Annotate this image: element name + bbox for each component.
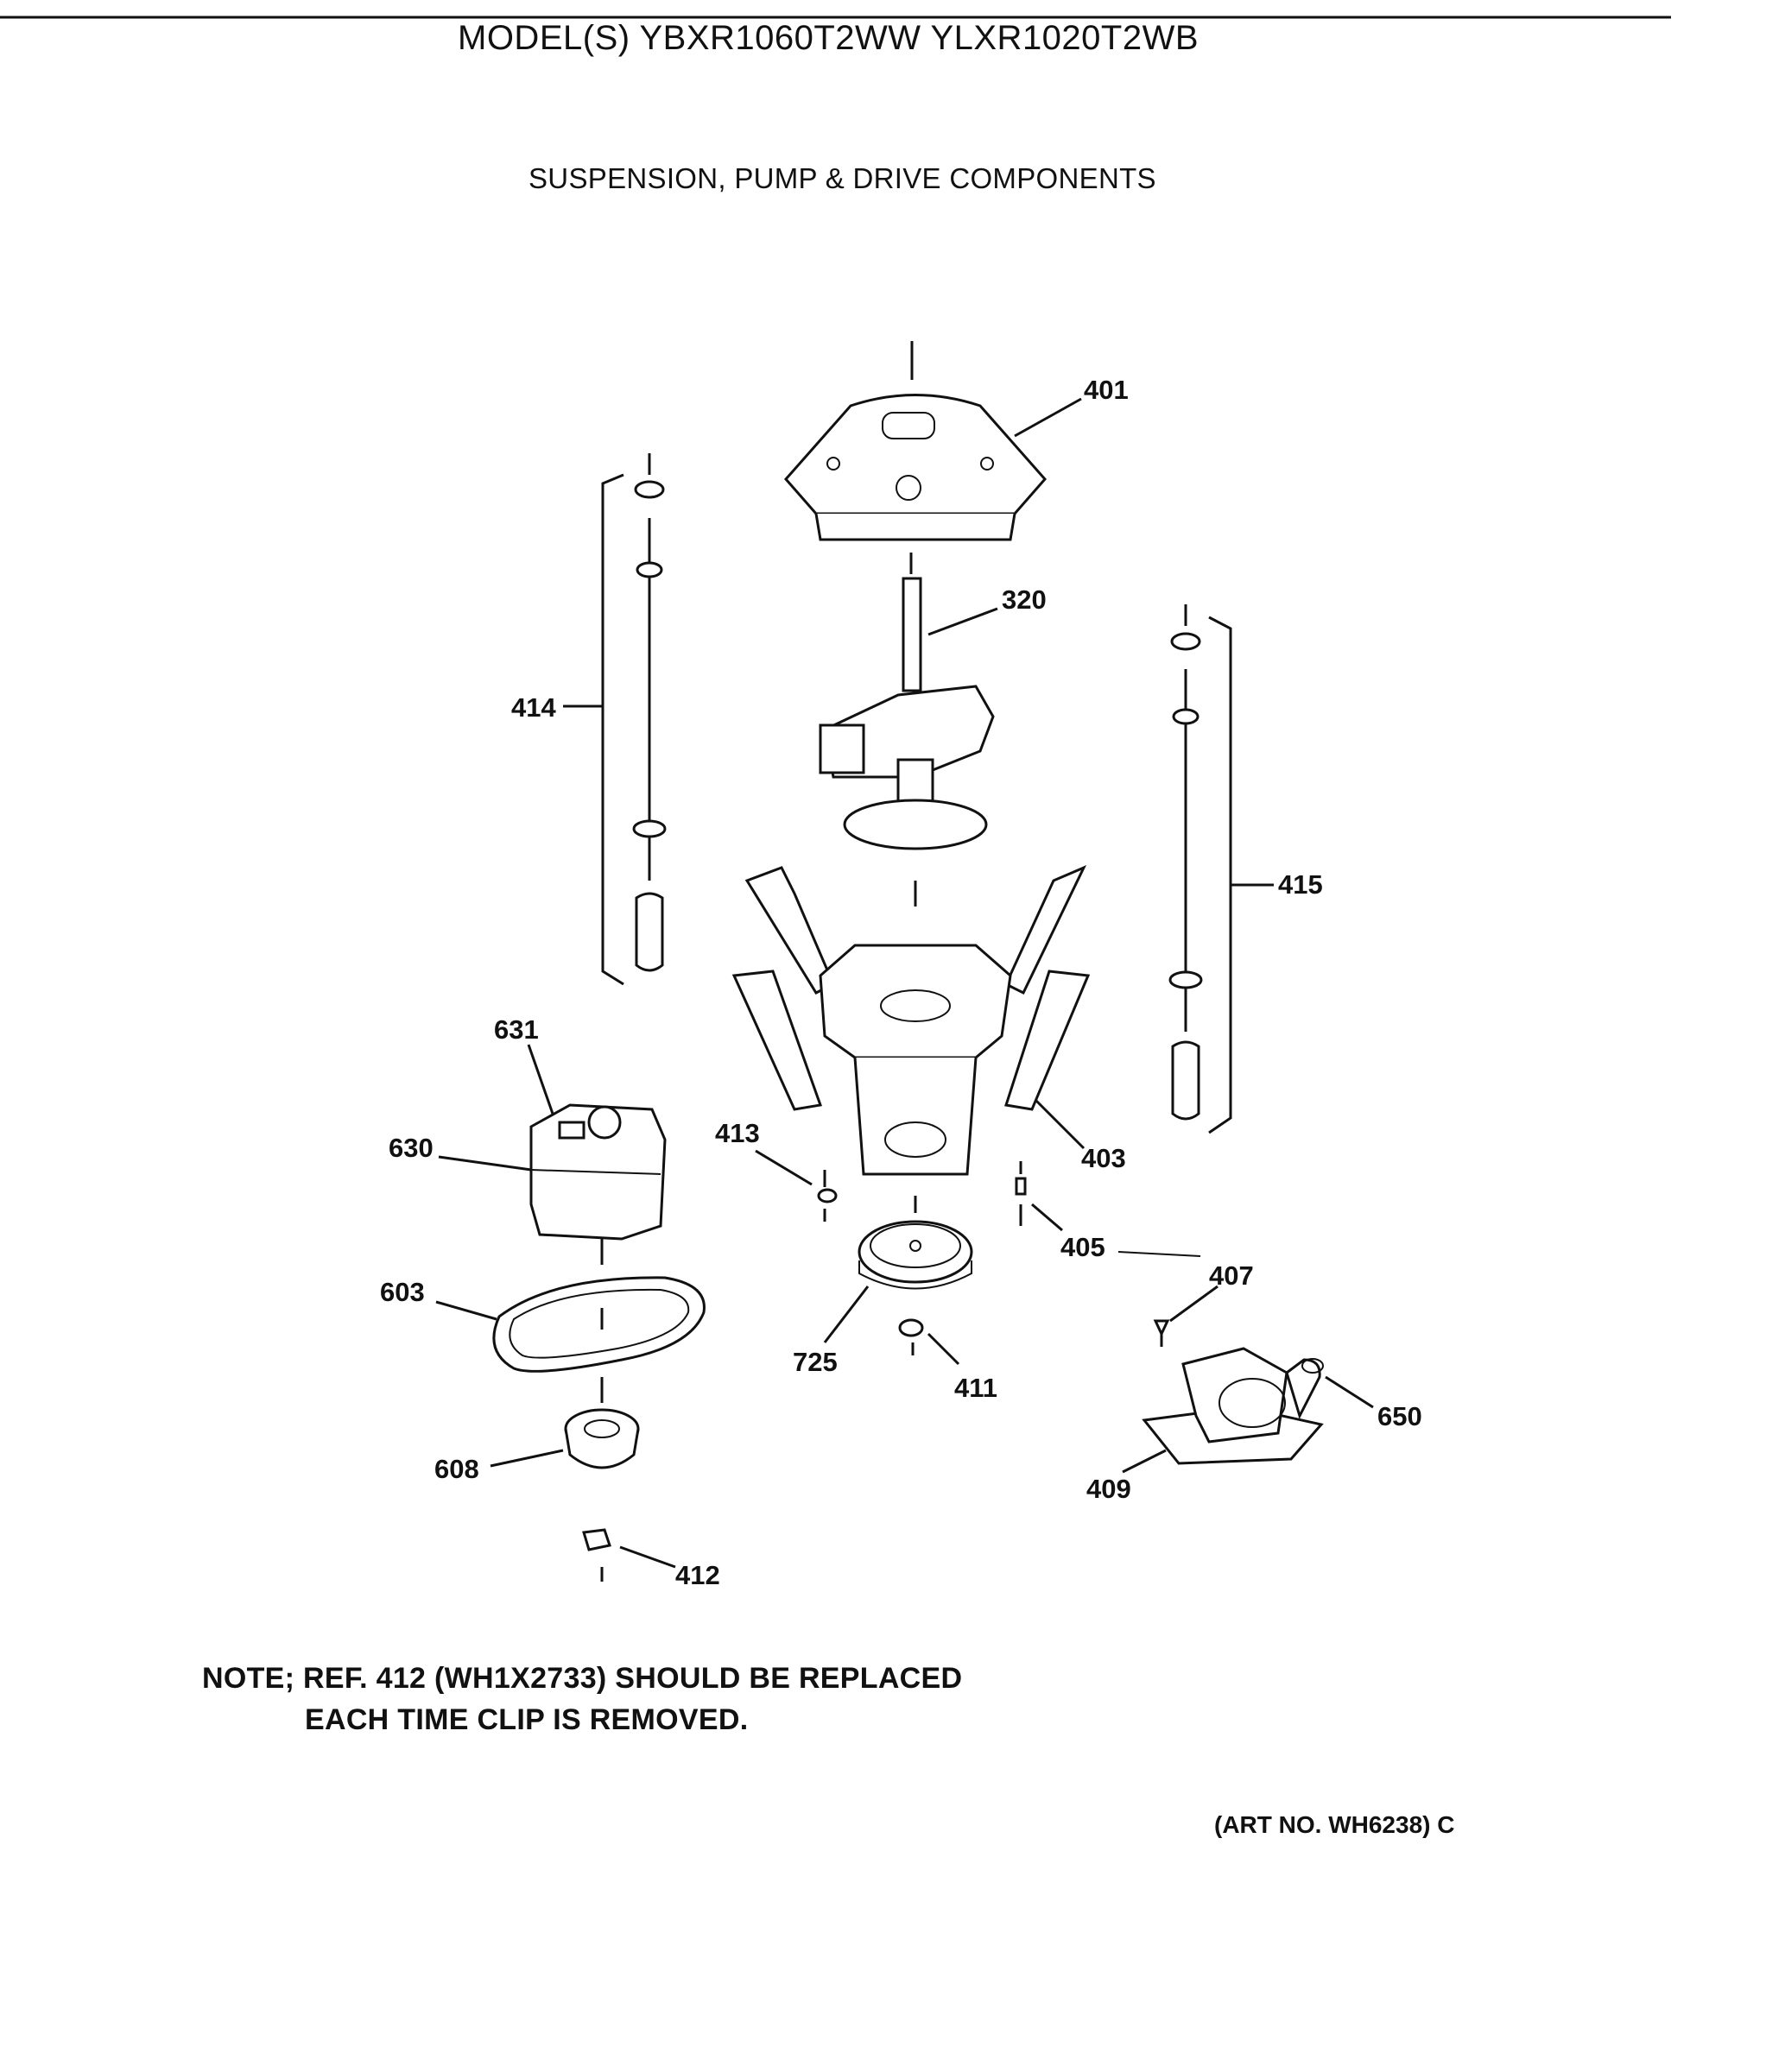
leader-630 bbox=[438, 1155, 532, 1172]
part-407-drawing bbox=[1153, 1319, 1170, 1347]
callout-407: 407 bbox=[1209, 1260, 1254, 1291]
leader-405 bbox=[1031, 1203, 1063, 1232]
art-number: (ART NO. WH6238) C bbox=[1214, 1811, 1455, 1838]
callout-320: 320 bbox=[1002, 584, 1047, 615]
part-415-drawing bbox=[1168, 604, 1232, 1134]
leader-320 bbox=[927, 607, 998, 636]
callout-409: 409 bbox=[1086, 1474, 1131, 1504]
callout-725: 725 bbox=[793, 1347, 838, 1377]
callout-630: 630 bbox=[389, 1133, 434, 1163]
part-603-drawing bbox=[492, 1276, 706, 1373]
part-414-drawing bbox=[601, 453, 667, 986]
callout-405: 405 bbox=[1060, 1232, 1105, 1262]
leader-413 bbox=[755, 1149, 813, 1186]
callout-412: 412 bbox=[675, 1560, 720, 1590]
leader-403 bbox=[1035, 1099, 1086, 1150]
callout-631: 631 bbox=[494, 1014, 539, 1045]
leader-411 bbox=[927, 1332, 960, 1366]
note-line-1: NOTE; REF. 412 (WH1X2733) SHOULD BE REPL… bbox=[202, 1662, 963, 1695]
callout-650: 650 bbox=[1377, 1401, 1422, 1431]
section-title: SUSPENSION, PUMP & DRIVE COMPONENTS bbox=[529, 162, 1156, 194]
part-413-drawing bbox=[817, 1170, 838, 1222]
part-401-drawing bbox=[784, 341, 1047, 541]
callout-603: 603 bbox=[380, 1277, 425, 1307]
part-412-drawing bbox=[582, 1528, 611, 1582]
callout-413: 413 bbox=[715, 1118, 760, 1148]
leader-401 bbox=[1014, 397, 1082, 438]
leader-412 bbox=[619, 1545, 676, 1569]
leader-608 bbox=[490, 1449, 564, 1468]
part-630-motor-drawing bbox=[529, 1103, 667, 1265]
leader-650 bbox=[1325, 1375, 1374, 1409]
leader-725 bbox=[823, 1286, 870, 1343]
callout-411: 411 bbox=[954, 1373, 997, 1403]
callout-401: 401 bbox=[1084, 375, 1129, 405]
part-608-drawing bbox=[564, 1377, 640, 1469]
model-title: MODEL(S) YBXR1060T2WW YLXR1020T2WB bbox=[458, 19, 1199, 57]
callout-403: 403 bbox=[1081, 1143, 1126, 1173]
part-650-pump-drawing bbox=[1142, 1347, 1324, 1465]
callout-608: 608 bbox=[434, 1454, 479, 1484]
part-405-drawing bbox=[1015, 1161, 1027, 1226]
leader-409 bbox=[1122, 1449, 1167, 1474]
part-411-drawing bbox=[898, 1318, 924, 1355]
leader-407 bbox=[1169, 1285, 1218, 1323]
callout-414: 414 bbox=[511, 692, 556, 723]
leader-405-tail bbox=[1117, 1251, 1201, 1257]
part-320-drawing bbox=[819, 553, 995, 906]
leader-603 bbox=[435, 1300, 497, 1321]
callout-415: 415 bbox=[1278, 869, 1323, 900]
leader-631 bbox=[527, 1044, 554, 1115]
part-725-drawing bbox=[858, 1196, 973, 1290]
part-403-drawing bbox=[731, 865, 1091, 1176]
note-line-2: EACH TIME CLIP IS REMOVED. bbox=[305, 1703, 749, 1736]
